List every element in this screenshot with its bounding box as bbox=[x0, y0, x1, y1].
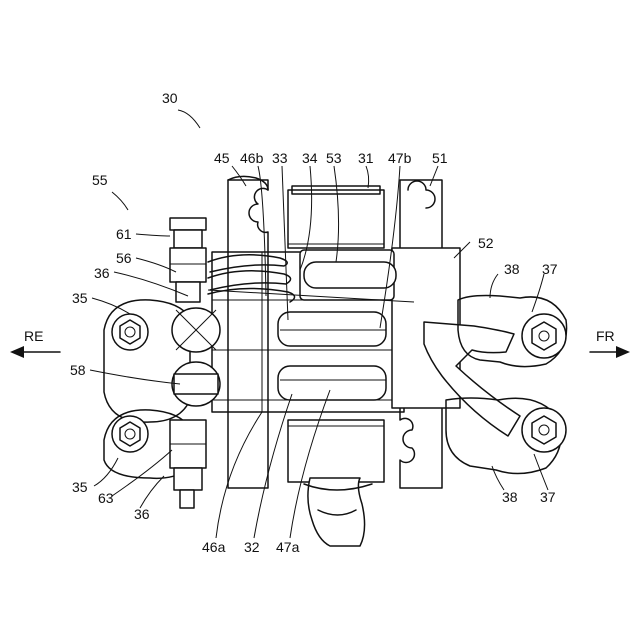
shaft-61 bbox=[170, 218, 206, 302]
slot-pad-47b bbox=[278, 312, 386, 346]
bolt-37-top bbox=[522, 314, 566, 358]
label-61: 61 bbox=[116, 226, 132, 242]
label-55: 55 bbox=[92, 172, 108, 188]
arrow-front bbox=[590, 346, 630, 358]
label-58: 58 bbox=[70, 362, 86, 378]
label-32: 32 bbox=[244, 539, 260, 555]
shaft-63 bbox=[170, 420, 206, 508]
label-38-bottom: 38 bbox=[502, 489, 518, 505]
label-56: 56 bbox=[116, 250, 132, 266]
label-45: 45 bbox=[214, 150, 230, 166]
label-63: 63 bbox=[98, 490, 114, 506]
label-47b: 47b bbox=[388, 150, 412, 166]
slot-pad-53 bbox=[300, 250, 396, 300]
hose-bottom bbox=[304, 478, 372, 546]
label-47a: 47a bbox=[276, 539, 300, 555]
cylinder-31 bbox=[288, 186, 384, 248]
label-35-top: 35 bbox=[72, 290, 88, 306]
label-37-bottom: 37 bbox=[540, 489, 556, 505]
bolt-35-top bbox=[112, 314, 148, 350]
label-direction-front: FR bbox=[596, 328, 615, 344]
label-31: 31 bbox=[358, 150, 374, 166]
label-35-bottom: 35 bbox=[72, 479, 88, 495]
cylinder-bottom bbox=[288, 420, 384, 482]
label-38-top: 38 bbox=[504, 261, 520, 277]
label-51: 51 bbox=[432, 150, 448, 166]
label-36-bottom: 36 bbox=[134, 506, 150, 522]
bolt-37-bottom bbox=[522, 408, 566, 452]
label-53: 53 bbox=[326, 150, 342, 166]
collar-58 bbox=[172, 308, 220, 406]
label-33: 33 bbox=[272, 150, 288, 166]
arrow-rear bbox=[10, 346, 60, 358]
label-46b: 46b bbox=[240, 150, 264, 166]
label-direction-rear: RE bbox=[24, 328, 43, 344]
label-37-top: 37 bbox=[542, 261, 558, 277]
label-52: 52 bbox=[478, 235, 494, 251]
label-30: 30 bbox=[162, 90, 178, 106]
slot-pad-47a bbox=[278, 366, 386, 400]
label-34: 34 bbox=[302, 150, 318, 166]
bolt-35-bottom bbox=[112, 416, 148, 452]
label-36-top: 36 bbox=[94, 265, 110, 281]
label-46a: 46a bbox=[202, 539, 226, 555]
